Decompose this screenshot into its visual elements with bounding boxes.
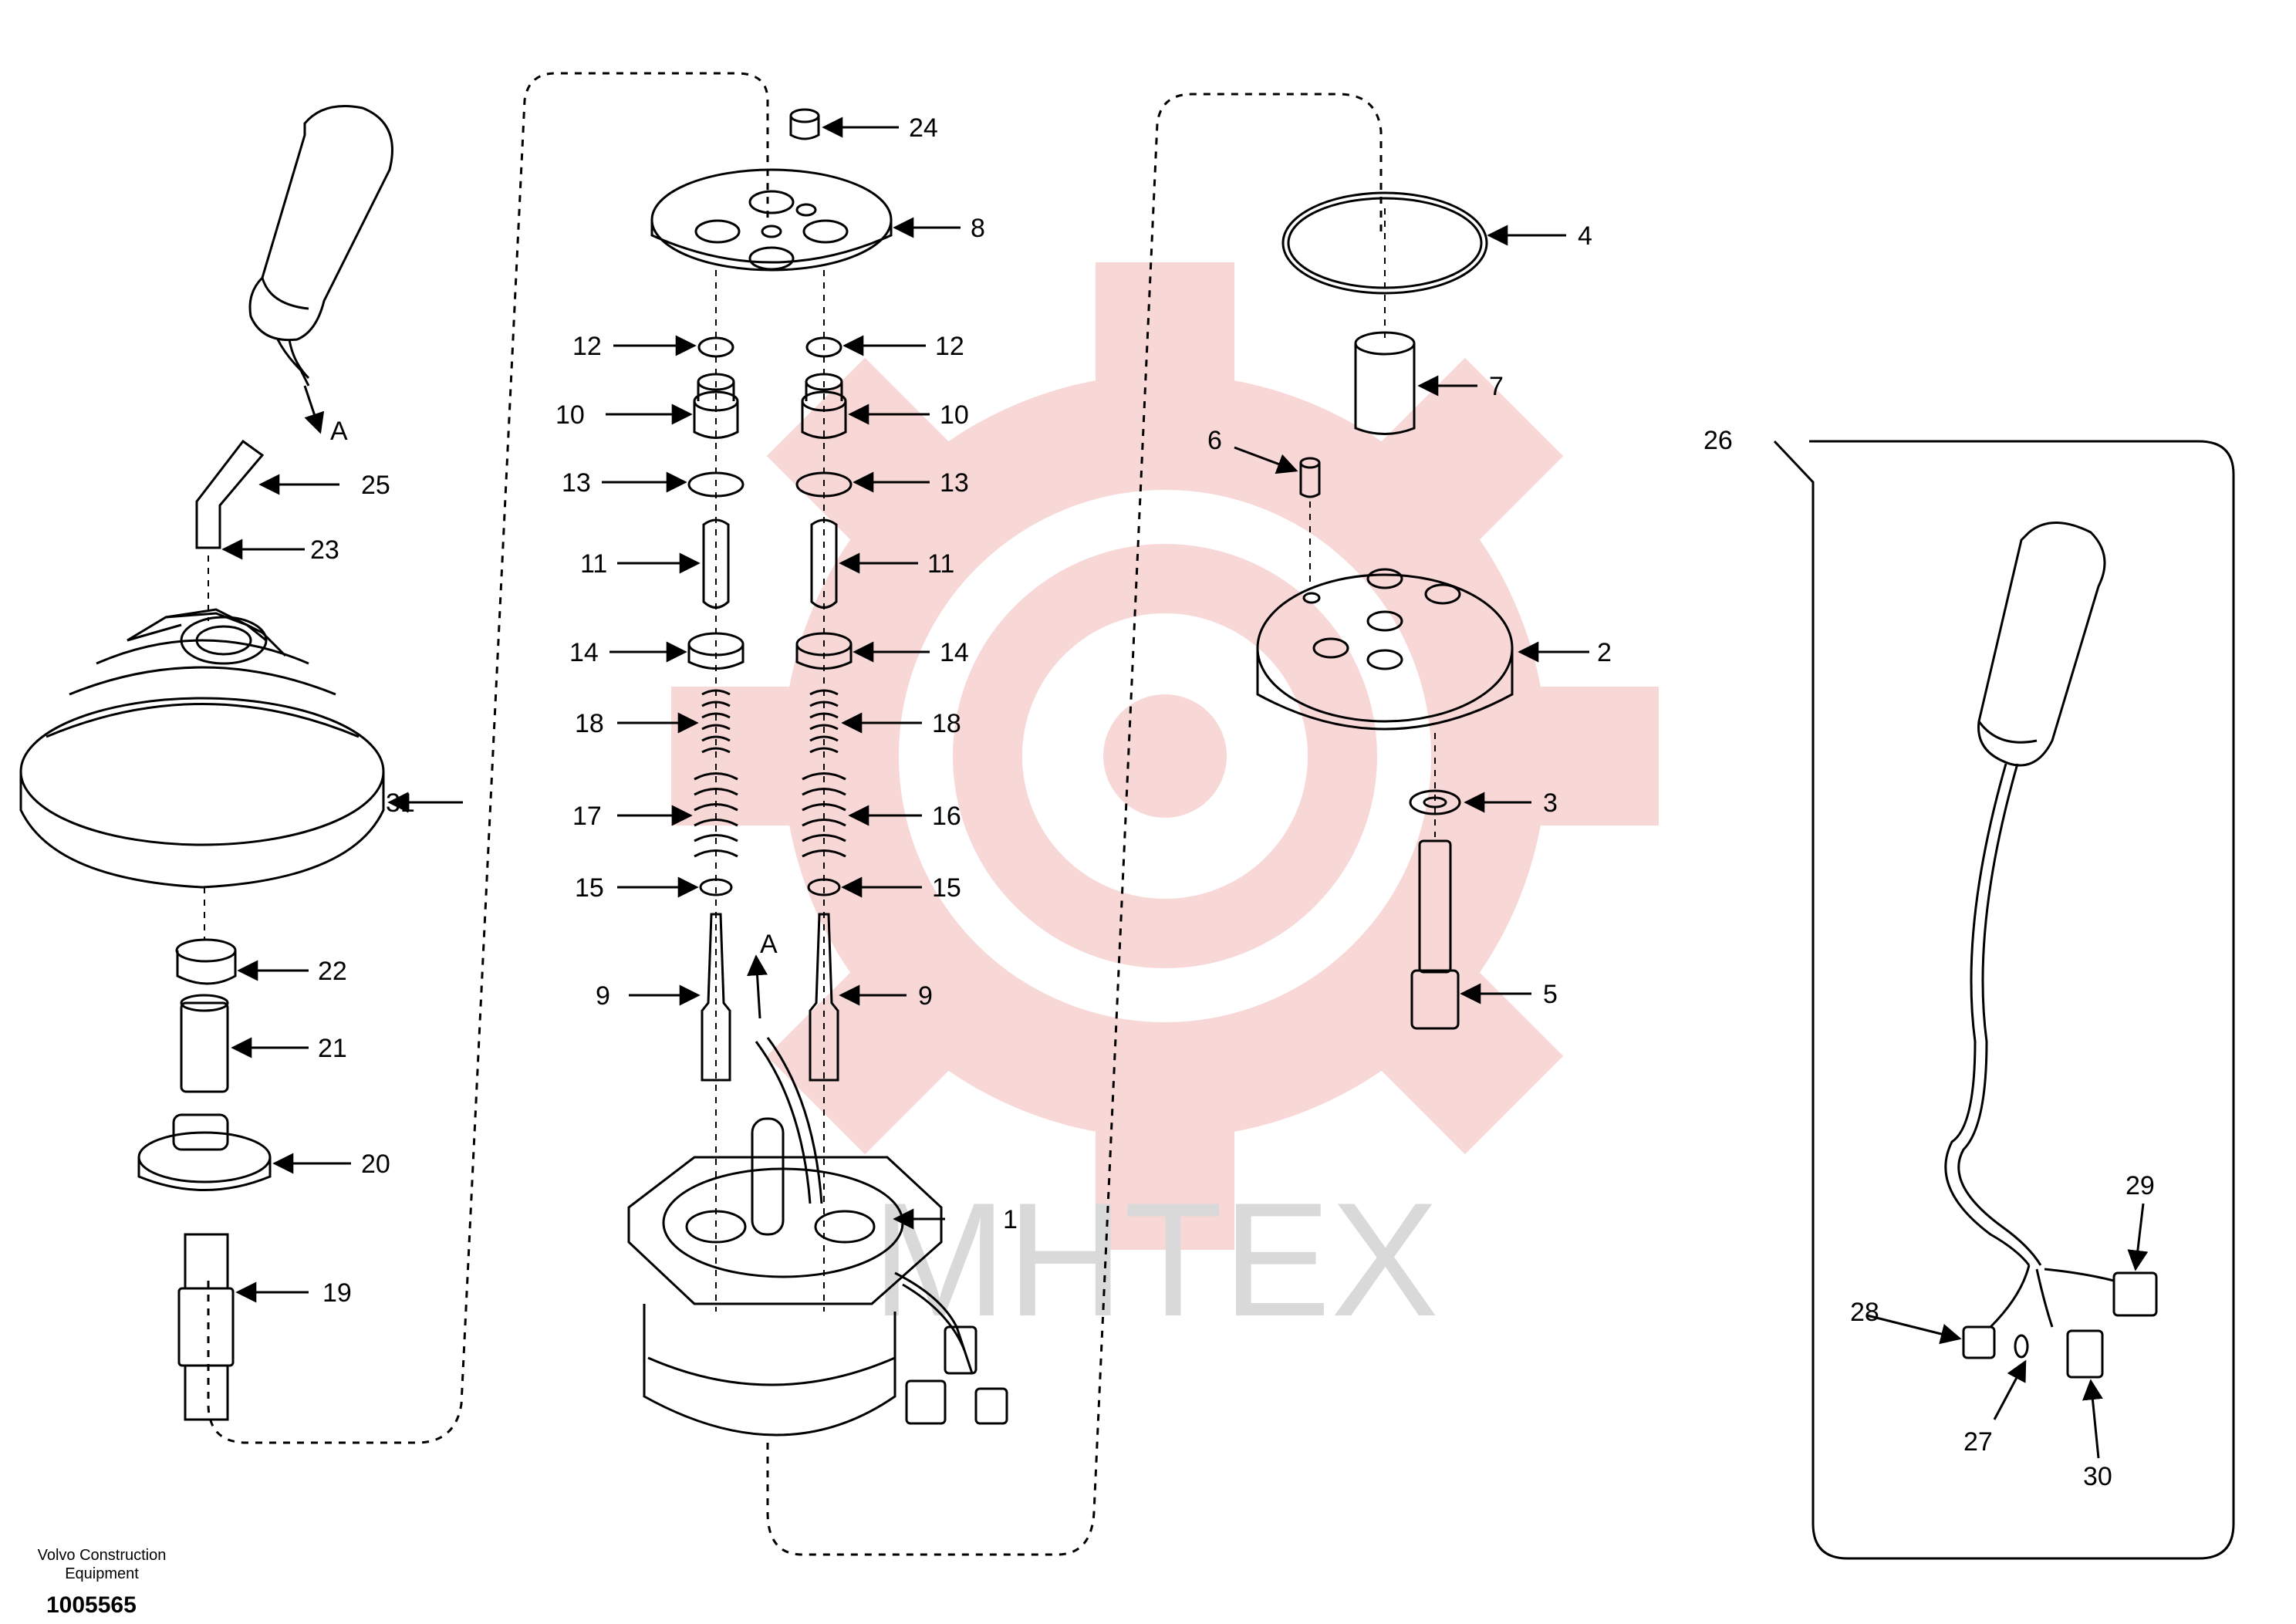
leader-27 [1993, 1359, 2027, 1420]
callout-24: 24 [909, 113, 938, 143]
callout-20: 20 [361, 1150, 390, 1179]
callout-3: 3 [1543, 788, 1558, 818]
callout-30: 30 [2083, 1462, 2112, 1491]
callout-4: 4 [1578, 221, 1592, 251]
leader-29 [2127, 1203, 2149, 1271]
view-marker-a-center: A [760, 930, 778, 959]
adjuster-stack [1256, 191, 1514, 1030]
callout-10-left: 10 [555, 400, 585, 430]
callout-12-left: 12 [572, 332, 602, 361]
callout-5: 5 [1543, 980, 1558, 1009]
leader-28 [1866, 1314, 1962, 1345]
callout-23: 23 [310, 535, 339, 565]
leader-30 [2082, 1379, 2103, 1459]
kit-box-26 [1773, 440, 2235, 1560]
watermark-text: MHTEX [872, 1169, 1439, 1350]
callout-11-left: 11 [580, 549, 607, 579]
callout-8: 8 [971, 214, 985, 243]
view-a-arrows [303, 385, 768, 1019]
connector-30 [2066, 1329, 2104, 1379]
callout-12-right: 12 [935, 332, 964, 361]
callout-7: 7 [1489, 372, 1504, 401]
document-number: 1005565 [46, 1592, 137, 1618]
handle-assembly [19, 105, 393, 1421]
callout-21: 21 [318, 1034, 347, 1063]
company-name-line1: Volvo Construction [38, 1547, 167, 1564]
connector-29 [2112, 1271, 2158, 1317]
callout-11-right: 11 [927, 549, 954, 579]
callout-19: 19 [322, 1278, 352, 1308]
callout-22: 22 [318, 957, 347, 986]
callout-13-left: 13 [562, 468, 591, 498]
callout-9-right: 9 [918, 981, 933, 1011]
callout-15-left: 15 [575, 873, 604, 903]
view-marker-a-top: A [330, 417, 348, 446]
callout-31: 31 [386, 788, 415, 818]
callout-26: 26 [1703, 426, 1733, 455]
center-lines [204, 208, 1436, 1312]
callout-28: 28 [1850, 1298, 1879, 1327]
callout-14-right: 14 [940, 638, 969, 667]
callout-29: 29 [2125, 1171, 2155, 1200]
callout-15-right: 15 [932, 873, 961, 903]
callout-2: 2 [1597, 638, 1612, 667]
callout-1: 1 [1003, 1205, 1018, 1234]
callout-9-left: 9 [596, 981, 610, 1011]
callout-6: 6 [1207, 426, 1222, 455]
kit-handle [1944, 522, 2158, 1379]
terminal-27 [2014, 1334, 2029, 1359]
callout-18-left: 18 [575, 709, 604, 738]
callout-27: 27 [1963, 1427, 1993, 1457]
leader-6 [1234, 446, 1298, 474]
company-name-line2: Equipment [65, 1565, 139, 1582]
callout-14-left: 14 [569, 638, 599, 667]
callout-10-right: 10 [940, 400, 969, 430]
footer: Volvo Construction Equipment 1005565 [38, 1547, 167, 1618]
callout-17: 17 [572, 802, 602, 831]
callout-13-right: 13 [940, 468, 969, 498]
callout-25: 25 [361, 471, 390, 500]
callout-labels: 1 2 3 4 5 6 7 8 9 9 10 10 11 11 12 12 13… [310, 113, 2155, 1491]
callout-16: 16 [932, 802, 961, 831]
group-outline-dashed [207, 72, 1383, 1556]
callout-18-right: 18 [932, 709, 961, 738]
leader-arrows [221, 116, 2149, 1459]
connector-28 [1962, 1325, 1996, 1359]
